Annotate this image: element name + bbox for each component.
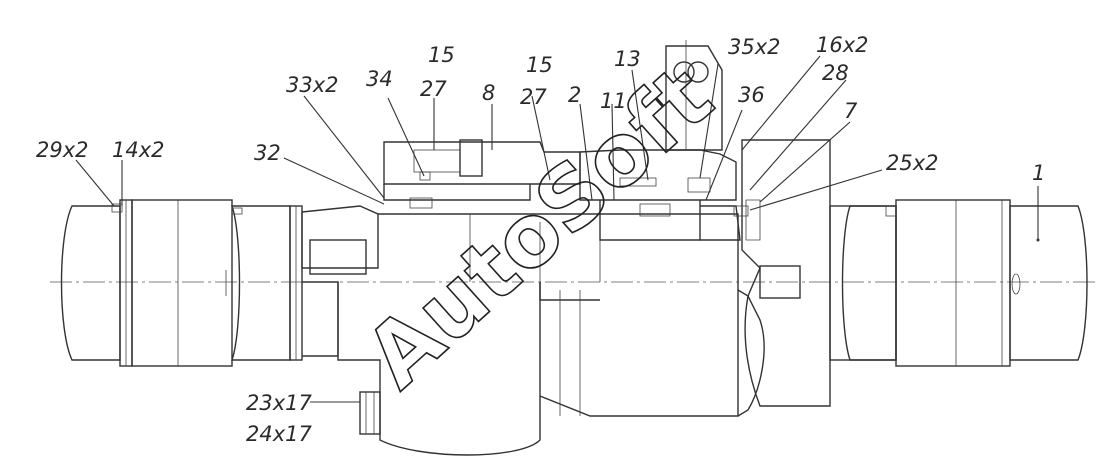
callout-23x17: 23x17 — [246, 391, 313, 415]
bolt-group — [359, 391, 381, 435]
right-flange — [733, 139, 831, 407]
callout-11: 11 — [600, 89, 627, 113]
callout-8: 8 — [482, 81, 495, 105]
callout-27-right: 27 — [520, 85, 547, 109]
leader-lines — [75, 55, 1039, 403]
lifting-eye — [665, 40, 723, 151]
callout-28: 28 — [822, 61, 849, 85]
callout-33x2: 33x2 — [286, 73, 339, 97]
callout-2: 2 — [568, 83, 581, 107]
callout-34: 34 — [366, 67, 393, 91]
callout-24x17: 24x17 — [246, 422, 313, 446]
callout-13: 13 — [614, 47, 641, 71]
callout-7: 7 — [844, 99, 858, 123]
callout-25x2: 25x2 — [886, 151, 939, 175]
callout-35x2: 35x2 — [728, 35, 781, 59]
upper-housing — [383, 139, 741, 241]
callout-15-left: 15 — [428, 43, 455, 67]
callout-36: 36 — [738, 83, 765, 107]
callout-27-left: 27 — [420, 77, 447, 101]
callout-14x2: 14x2 — [112, 138, 165, 162]
callout-1: 1 — [1032, 161, 1045, 185]
left-shaft — [60, 199, 303, 367]
callout-32: 32 — [254, 141, 281, 165]
hub-body — [301, 205, 765, 456]
callout-16x2: 16x2 — [816, 33, 869, 57]
callout-15-right: 15 — [526, 53, 553, 77]
callout-labels: 29x2 14x2 32 33x2 34 15 27 8 15 27 2 11 … — [36, 33, 1045, 446]
right-shaft — [829, 199, 1088, 367]
callout-29x2: 29x2 — [36, 138, 89, 162]
